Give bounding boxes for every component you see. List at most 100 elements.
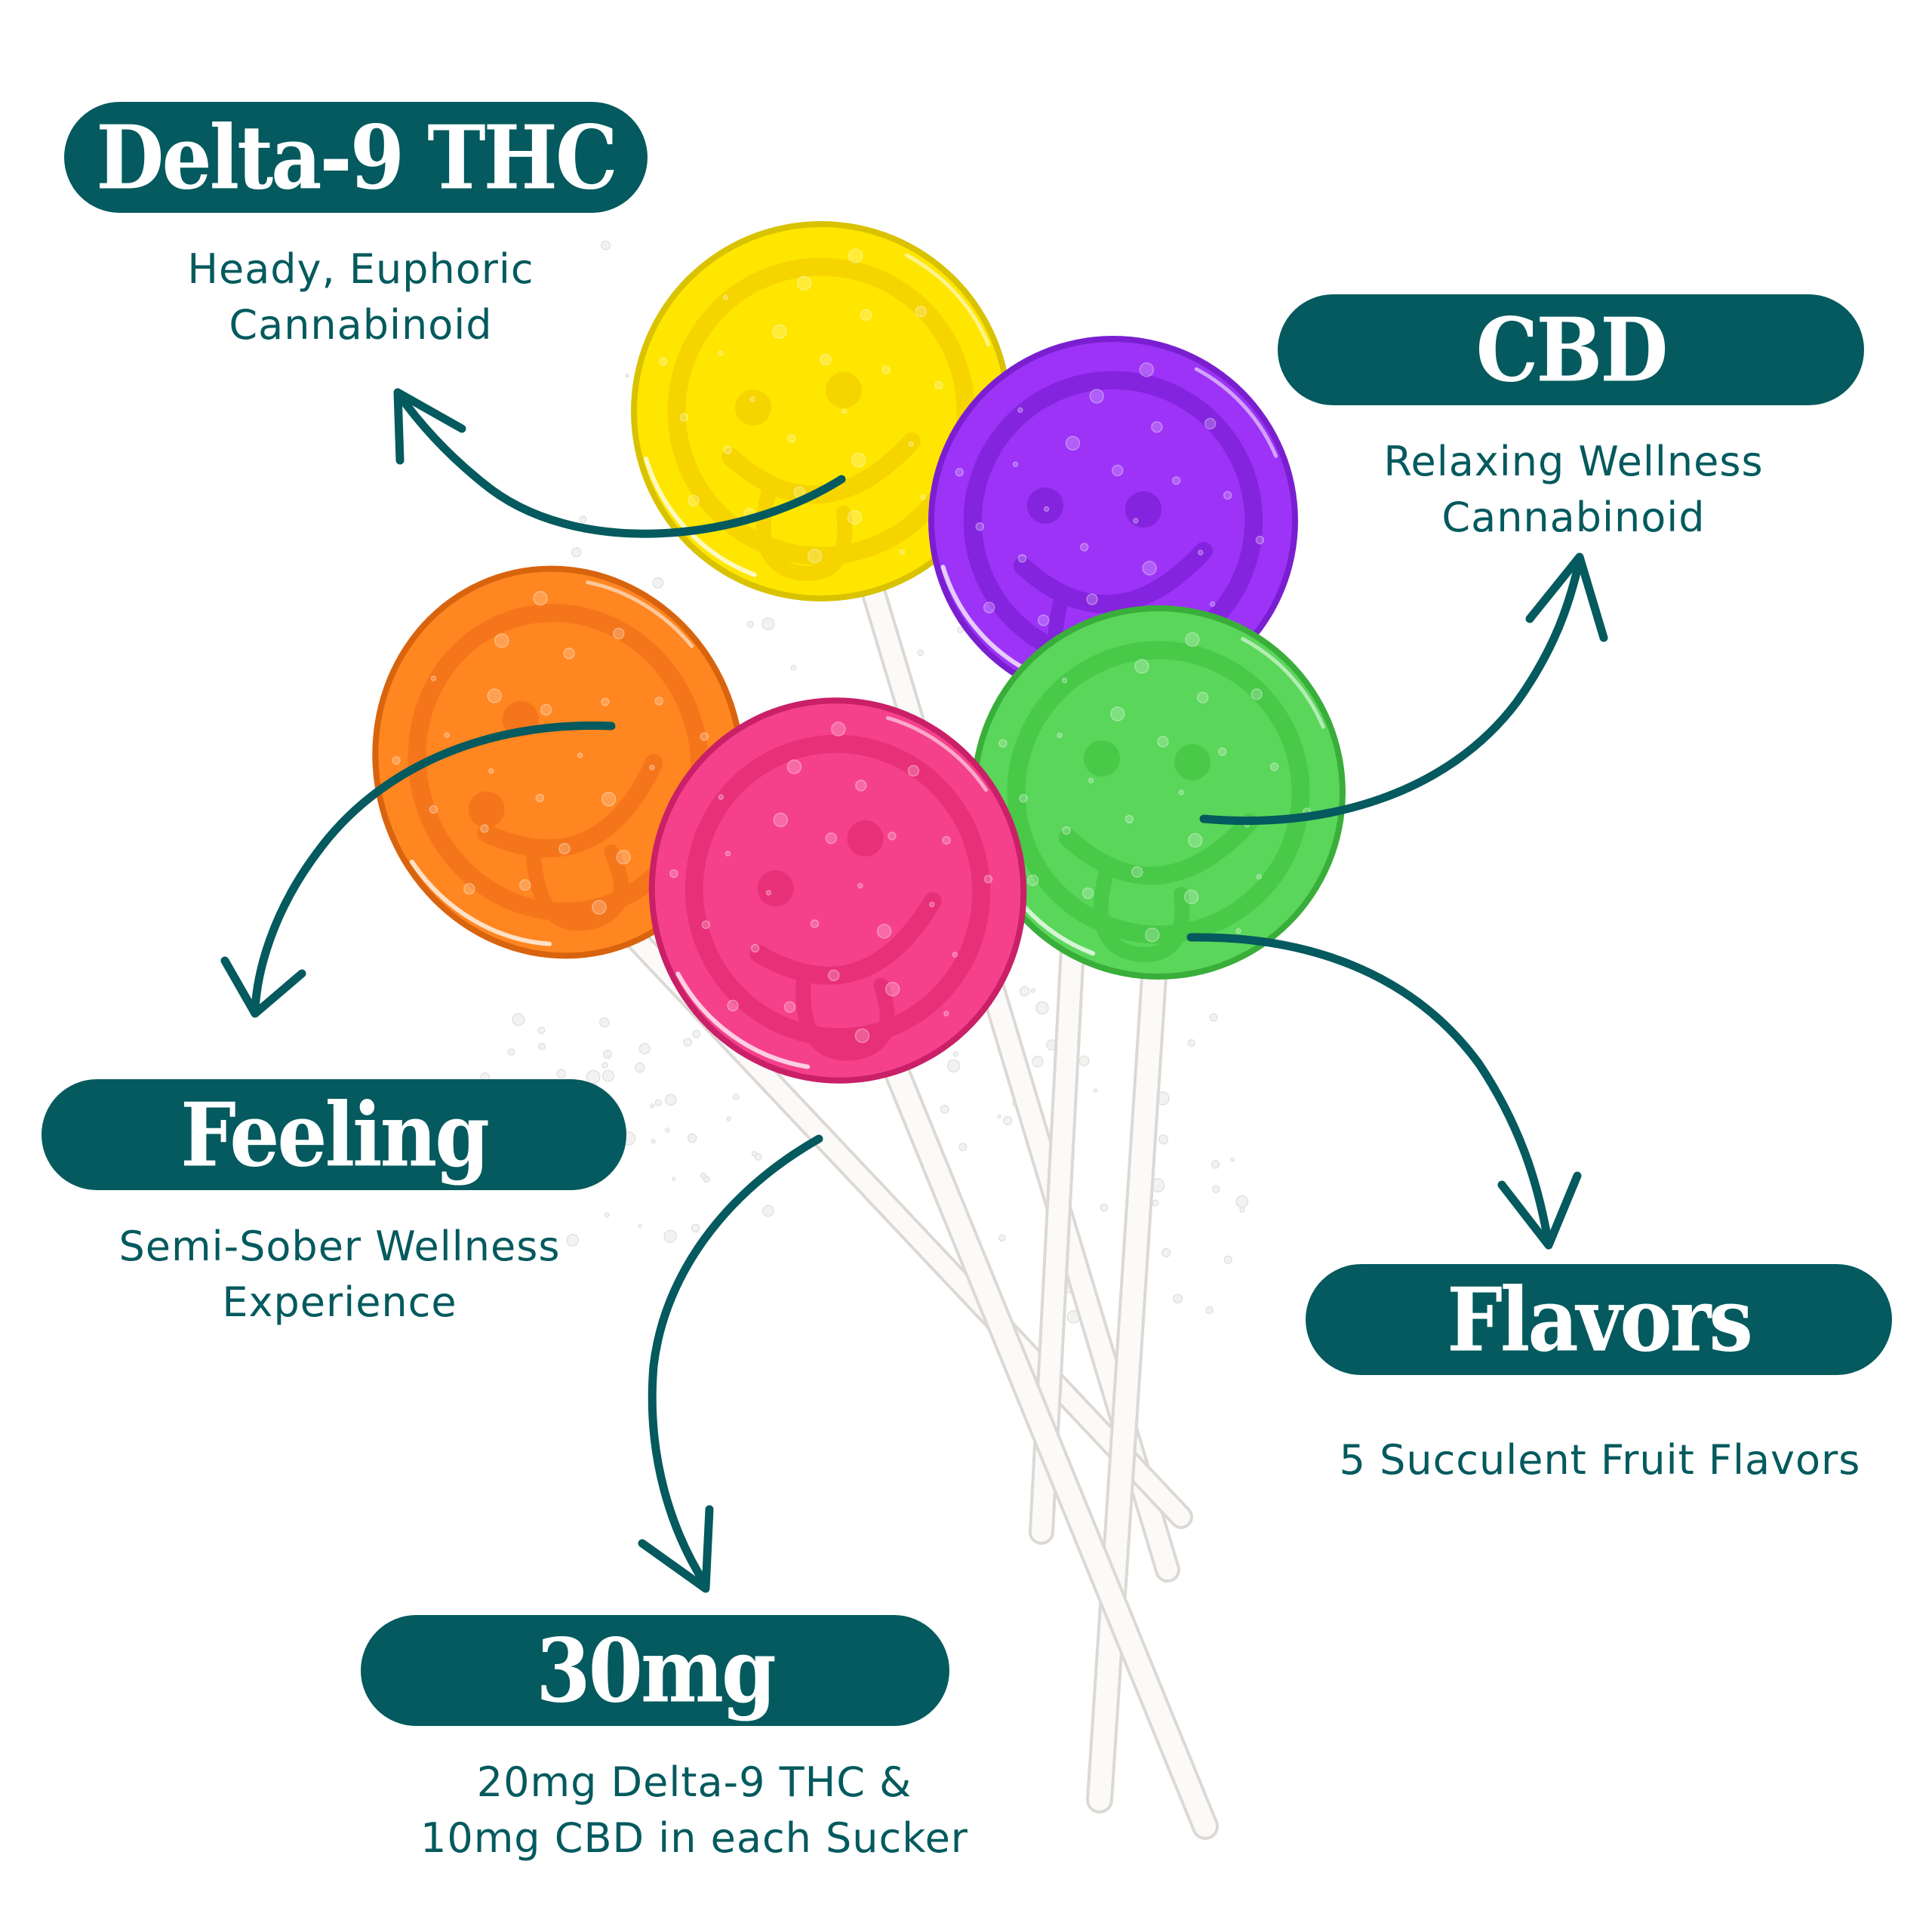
- water-droplet: [881, 365, 891, 374]
- water-droplet: [1139, 362, 1155, 377]
- water-droplet: [1211, 1160, 1220, 1169]
- water-droplet: [929, 901, 935, 908]
- water-droplet: [952, 1051, 958, 1057]
- lollipop-green-smiley-eye: [1084, 740, 1120, 777]
- water-droplet: [1198, 549, 1204, 555]
- water-droplet: [638, 1223, 642, 1228]
- water-droplet: [854, 1028, 870, 1044]
- water-droplet: [1204, 417, 1217, 430]
- water-droplet: [942, 835, 951, 845]
- water-droplet: [538, 1042, 546, 1051]
- lollipop-green-smiley-tongue: [1093, 868, 1190, 963]
- water-droplet: [718, 794, 724, 800]
- water-droplet: [687, 1133, 697, 1143]
- water-droplet: [1017, 407, 1023, 414]
- water-droplet: [558, 842, 571, 855]
- water-droplet: [1187, 1039, 1195, 1048]
- arrow-to-feeling: [220, 721, 616, 1018]
- lollipop-pink-smiley-ring: [685, 734, 991, 1047]
- lollipop-pink-smiley-tongue: [795, 975, 895, 1061]
- water-droplet: [773, 812, 789, 828]
- lollipop-pink-smiley-eye: [847, 820, 884, 857]
- water-droplet: [751, 1151, 758, 1157]
- water-droplet: [722, 294, 729, 300]
- water-droplet: [1089, 389, 1105, 404]
- water-droplet: [1088, 777, 1094, 783]
- water-droplet: [665, 1094, 677, 1106]
- water-droplet: [810, 919, 820, 928]
- feeling-title: Feeling: [180, 1082, 490, 1186]
- water-droplet: [1255, 535, 1265, 545]
- water-droplet: [1152, 1199, 1159, 1207]
- lollipop-pink-smiley-eye: [757, 870, 794, 907]
- water-droplet: [1131, 866, 1143, 878]
- lollipop-green-smiley-ring: [1007, 641, 1310, 944]
- lollipop-yellow-shine: [904, 253, 991, 347]
- water-droplet: [652, 577, 664, 589]
- water-droplet: [649, 764, 655, 771]
- water-droplet: [1205, 1306, 1214, 1315]
- arrow-to-delta9: [393, 388, 846, 538]
- water-droplet: [943, 1011, 949, 1017]
- water-droplet: [1239, 1207, 1245, 1213]
- water-droplet: [1187, 832, 1203, 848]
- lollipop-green-shine: [1241, 637, 1325, 729]
- stick-green-core: [1089, 955, 1165, 1810]
- water-droplet: [1061, 677, 1068, 684]
- lollipop-green-smiley-mouth: [1059, 814, 1258, 885]
- delta9-description-line: Heady, Euphoric: [187, 245, 534, 293]
- water-droplet: [1112, 464, 1124, 477]
- water-droplet: [1081, 887, 1094, 900]
- lollipop-purple-smiley-mouth: [1014, 542, 1213, 614]
- dose-description: 20mg Delta-9 THC & 10mg CBD in each Suck…: [377, 1755, 1011, 1866]
- lollipop-yellow-smiley-tongue: [755, 487, 853, 582]
- water-droplet: [841, 408, 848, 414]
- water-droplet: [488, 768, 494, 774]
- water-droplet: [603, 1049, 613, 1059]
- water-droplet: [537, 1026, 546, 1035]
- water-droplet: [920, 494, 927, 500]
- water-droplet: [723, 445, 732, 455]
- water-droplet: [654, 697, 663, 706]
- feeling-description-line: Semi-Sober Wellness: [118, 1223, 561, 1270]
- water-droplet: [828, 969, 840, 982]
- water-droplet: [1035, 1001, 1049, 1015]
- water-droplet: [601, 792, 617, 807]
- water-droplet: [638, 1042, 651, 1055]
- water-droplet: [1235, 1195, 1249, 1208]
- water-droplet: [772, 324, 787, 340]
- water-droplet: [701, 920, 711, 930]
- feeling-label-pill: Feeling: [42, 1079, 626, 1190]
- water-droplet: [1173, 1294, 1183, 1304]
- water-droplet: [691, 1223, 700, 1233]
- feeling-description: Semi-Sober Wellness Experience: [60, 1219, 619, 1331]
- water-droplet: [1230, 1157, 1235, 1162]
- lollipop-orange-smiley-eye: [468, 791, 505, 828]
- water-droplet: [507, 1048, 515, 1057]
- water-droplet: [750, 943, 760, 953]
- water-droplet: [1151, 421, 1163, 433]
- water-droplet: [616, 850, 631, 865]
- water-droplet: [463, 883, 475, 895]
- water-droplet: [907, 764, 920, 777]
- water-droplet: [601, 697, 610, 706]
- water-droplet: [1133, 518, 1139, 524]
- feeling-description-line: Experience: [222, 1278, 457, 1326]
- water-droplet: [601, 1062, 608, 1069]
- lollipop-pink-body: [654, 703, 1021, 1078]
- lollipop-yellow-body: [637, 227, 1005, 595]
- water-droplet: [1019, 794, 1028, 803]
- water-droplet: [613, 627, 625, 640]
- water-droplet: [430, 675, 437, 681]
- water-droplet: [533, 591, 548, 606]
- water-droplet: [847, 509, 863, 525]
- water-droplet: [592, 900, 607, 915]
- water-droplet: [765, 890, 772, 896]
- water-droplet: [519, 878, 531, 891]
- water-droplet: [1019, 986, 1030, 997]
- water-droplet: [1032, 1055, 1044, 1068]
- water-droplet: [786, 434, 796, 443]
- water-droplet: [1161, 1247, 1171, 1258]
- water-droplet: [1235, 928, 1241, 934]
